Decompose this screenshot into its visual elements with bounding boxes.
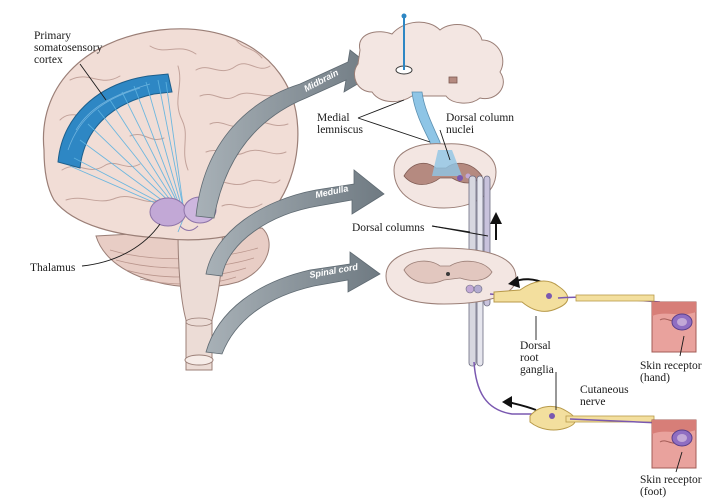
- arrow-spinal-cord: [205, 251, 381, 355]
- midbrain-section: [354, 13, 504, 104]
- ganglion-foot: [529, 406, 661, 431]
- somatosensory-cortex-band: [57, 73, 173, 169]
- label-thalamus: Thalamus: [30, 262, 76, 274]
- skin-receptor-foot: [651, 419, 697, 469]
- label-cortex: Primary somatosensory cortex: [34, 30, 103, 66]
- label-dorsal-root-ganglia: Dorsal root ganglia: [520, 340, 554, 376]
- skin-receptor-hand: [651, 301, 697, 353]
- thalamus-left: [149, 197, 187, 227]
- ganglion-hand: [493, 280, 661, 312]
- leader-lines: [79, 63, 685, 473]
- label-skin-receptor-foot: Skin receptor (foot): [640, 474, 702, 498]
- nerve-fiber-lower: [473, 361, 548, 415]
- brain-illustration: [42, 28, 299, 371]
- cerebrum: [42, 28, 299, 241]
- spinal-cord-section: [385, 247, 517, 305]
- arrow-up-icon: [490, 212, 502, 240]
- label-medial-lemniscus: Medial lemniscus: [317, 112, 363, 136]
- label-cutaneous-nerve: Cutaneous nerve: [580, 384, 629, 408]
- label-dorsal-column-nuclei: Dorsal column nuclei: [446, 112, 515, 136]
- label-skin-receptor-hand: Skin receptor (hand): [640, 360, 702, 384]
- arrow-medulla: [205, 169, 385, 277]
- label-dorsal-columns: Dorsal columns: [352, 222, 425, 234]
